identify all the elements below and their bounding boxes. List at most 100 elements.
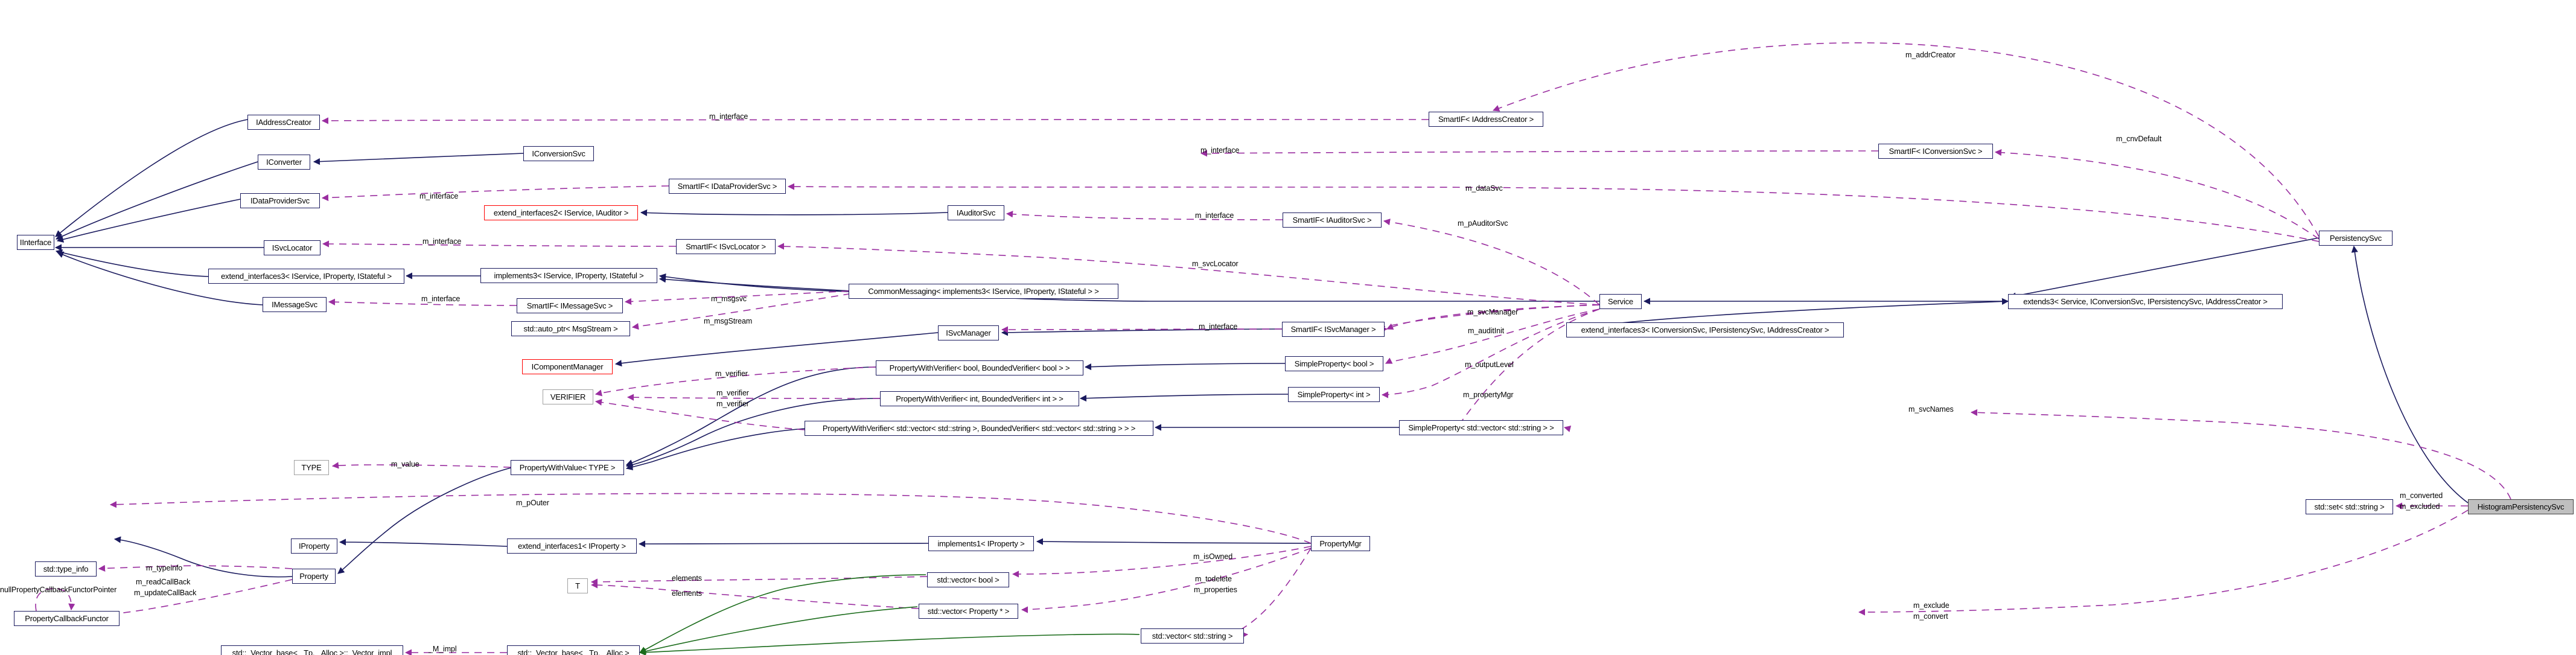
class-node-imessagesvc[interactable]: IMessageSvc <box>263 297 327 312</box>
edge-label-m-msgsvc: m_msgsvc <box>711 295 747 303</box>
class-node-propertycallbackfunctor[interactable]: PropertyCallbackFunctor <box>14 611 120 626</box>
class-node-std-type-info[interactable]: std::type_info <box>35 561 97 577</box>
class-node-std-vector-base[interactable]: std::_Vector_base< _Tp, _Alloc > <box>507 645 640 655</box>
class-node-type[interactable]: TYPE <box>294 460 329 475</box>
inheritance-edges <box>54 119 2469 578</box>
template-edges <box>639 574 1140 655</box>
class-node-pwv-int[interactable]: PropertyWithVerifier< int, BoundedVerifi… <box>880 391 1079 406</box>
class-node-extend-interfaces1[interactable]: extend_interfaces1< IProperty > <box>507 538 637 554</box>
class-node-label: PropertyWithVerifier< bool, BoundedVerif… <box>889 363 1070 372</box>
class-node-iconverter[interactable]: IConverter <box>258 155 310 170</box>
class-node-label: ISvcManager <box>946 328 991 337</box>
class-node-std-vector-bool[interactable]: std::vector< bool > <box>927 572 1009 587</box>
edge-label-m-propertymgr: m_propertyMgr <box>1463 391 1514 399</box>
class-node-property[interactable]: Property <box>292 569 336 584</box>
class-node-persistencysvc[interactable]: PersistencySvc <box>2319 231 2393 246</box>
class-node-implements3-sps[interactable]: implements3< IService, IProperty, IState… <box>480 268 657 283</box>
class-node-label: std::vector< std::string > <box>1152 631 1233 641</box>
class-node-label: std::vector< bool > <box>937 575 999 584</box>
class-node-label: IMessageSvc <box>272 300 317 309</box>
edge-label-m-todelete: m_todelete <box>1195 575 1232 583</box>
class-node-commonmessaging[interactable]: CommonMessaging< implements3< IService, … <box>849 284 1118 299</box>
class-node-smartif-isvcmanager[interactable]: SmartIF< ISvcManager > <box>1282 322 1385 337</box>
class-node-iaddresscreator[interactable]: IAddressCreator <box>247 115 320 130</box>
class-node-label: extend_interfaces3< IConversionSvc, IPer… <box>1581 325 1829 334</box>
edge-label-m-verifier: m_verifier <box>716 389 749 397</box>
class-node-isvclocator[interactable]: ISvcLocator <box>264 240 320 255</box>
edge-label-m-updatecallback: m_updateCallBack <box>134 589 197 597</box>
class-node-histogrampersistencysvc[interactable]: HistogramPersistencySvc <box>2468 499 2574 514</box>
class-node-std-vector-string[interactable]: std::vector< std::string > <box>1141 628 1244 644</box>
class-node-label: extend_interfaces3< IService, IProperty,… <box>221 272 392 281</box>
class-node-smartif-iconversionsvc[interactable]: SmartIF< IConversionSvc > <box>1878 144 1993 159</box>
class-node-std-set-string[interactable]: std::set< std::string > <box>2306 499 2393 514</box>
class-node-label: IAddressCreator <box>256 118 311 127</box>
class-node-label: VERIFIER <box>550 392 586 401</box>
class-node-label: implements1< IProperty > <box>937 539 1025 548</box>
class-node-service[interactable]: Service <box>1599 294 1642 309</box>
class-node-label: SimpleProperty< bool > <box>1294 359 1374 368</box>
class-node-label: PersistencySvc <box>2329 234 2382 243</box>
edge-label-nullpropertycallbackfunctorpointer: nullPropertyCallbackFunctorPointer <box>0 586 117 594</box>
class-node-propertymgr[interactable]: PropertyMgr <box>1311 536 1370 551</box>
class-node-extend-interfaces3-sps[interactable]: extend_interfaces3< IService, IProperty,… <box>208 269 404 284</box>
class-node-implements1-iproperty[interactable]: implements1< IProperty > <box>928 536 1034 551</box>
edge-label-elements: elements <box>672 589 702 598</box>
class-node-propertywithvalue[interactable]: PropertyWithValue< TYPE > <box>511 460 624 475</box>
class-node-extend-interfaces2[interactable]: extend_interfaces2< IService, IAuditor > <box>484 205 638 220</box>
class-node-extends3-scpa[interactable]: extends3< Service, IConversionSvc, IPers… <box>2008 294 2283 309</box>
class-node-t[interactable]: T <box>567 578 588 593</box>
class-node-simpleproperty-bool[interactable]: SimpleProperty< bool > <box>1285 356 1383 371</box>
class-node-smartif-iauditorsvc[interactable]: SmartIF< IAuditorSvc > <box>1283 212 1382 228</box>
class-node-label: IConverter <box>266 158 302 167</box>
class-node-pwv-vecstring[interactable]: PropertyWithVerifier< std::vector< std::… <box>805 421 1153 436</box>
class-node-iauditorsvc[interactable]: IAuditorSvc <box>948 205 1004 220</box>
edge-label-m-verifier: m_verifier <box>716 400 749 408</box>
edge-label-m-interface: m_interface <box>1200 146 1240 155</box>
edge-label-m-interface: m_interface <box>1199 322 1238 331</box>
class-node-verifier[interactable]: VERIFIER <box>543 389 593 404</box>
class-node-label: SmartIF< IDataProviderSvc > <box>677 182 777 191</box>
class-node-simpleproperty-int[interactable]: SimpleProperty< int > <box>1288 387 1380 402</box>
edge-label--m-impl: _M_impl <box>429 645 457 653</box>
class-node-iinterface[interactable]: IInterface <box>17 235 54 250</box>
class-node-label: std::vector< Property * > <box>927 607 1010 616</box>
edge-label-m-addrcreator: m_addrCreator <box>1905 51 1956 59</box>
class-node-isvcmanager[interactable]: ISvcManager <box>938 325 999 340</box>
class-node-label: SmartIF< ISvcManager > <box>1290 325 1376 334</box>
class-node-std-auto-ptr-msgstream[interactable]: std::auto_ptr< MsgStream > <box>511 321 630 336</box>
edge-label-m-converted: m_converted <box>2400 491 2443 500</box>
class-node-pwv-bool[interactable]: PropertyWithVerifier< bool, BoundedVerif… <box>876 360 1083 375</box>
edge-label-m-msgstream: m_msgStream <box>704 317 753 325</box>
class-node-smartif-iaddresscreator[interactable]: SmartIF< IAddressCreator > <box>1429 112 1543 127</box>
class-node-smartif-isvclocator[interactable]: SmartIF< ISvcLocator > <box>676 239 776 254</box>
class-node-label: IComponentManager <box>531 362 604 371</box>
class-node-iproperty[interactable]: IProperty <box>291 538 337 554</box>
class-node-smartif-imessagesvc[interactable]: SmartIF< IMessageSvc > <box>517 298 623 313</box>
class-node-std-vector-property[interactable]: std::vector< Property * > <box>919 604 1018 619</box>
class-node-label: PropertyWithVerifier< std::vector< std::… <box>822 424 1136 433</box>
class-node-smartif-idataprovidersvc[interactable]: SmartIF< IDataProviderSvc > <box>669 179 786 194</box>
class-node-label: CommonMessaging< implements3< IService, … <box>868 287 1099 296</box>
edge-label-m-svclocator: m_svcLocator <box>1192 260 1239 268</box>
class-node-label: Service <box>1608 297 1633 306</box>
class-node-label: std::auto_ptr< MsgStream > <box>523 324 618 333</box>
class-node-label: Property <box>299 572 328 581</box>
class-node-label: PropertyCallbackFunctor <box>25 614 109 623</box>
class-node-extend-interfaces3-cpa[interactable]: extend_interfaces3< IConversionSvc, IPer… <box>1566 322 1844 337</box>
edge-label-m-interface: m_interface <box>421 295 461 303</box>
edge-label-m-outputlevel: m_outputLevel <box>1465 360 1514 369</box>
class-node-simpleproperty-vecstring[interactable]: SimpleProperty< std::vector< std::string… <box>1399 420 1563 435</box>
edge-label-m-interface: m_interface <box>1195 211 1234 220</box>
edge-label-m-svcmanager: m_svcManager <box>1467 308 1519 316</box>
class-node-label: SimpleProperty< std::vector< std::string… <box>1408 423 1554 432</box>
class-node-std-vector-base-impl[interactable]: std::_Vector_base< _Tp, _Alloc >::_Vecto… <box>221 645 403 655</box>
class-node-iconversionsvc[interactable]: IConversionSvc <box>523 146 594 161</box>
edge-label-m-verifier: m_verifier <box>715 369 748 378</box>
edge-label-m-pouter: m_pOuter <box>516 499 549 507</box>
edge-label-m-exclude: m_exclude <box>1913 601 1950 610</box>
class-node-icomponentmanager[interactable]: IComponentManager <box>522 359 613 374</box>
class-node-idataprovidersvc[interactable]: IDataProviderSvc <box>240 193 320 208</box>
